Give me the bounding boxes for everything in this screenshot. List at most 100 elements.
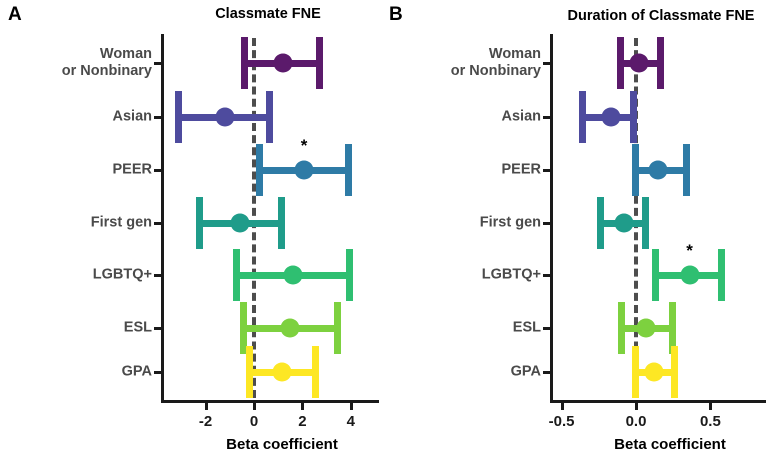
error-cap-lower-1 xyxy=(175,91,183,143)
panel-letter-b: B xyxy=(389,4,403,25)
data-point-3[interactable] xyxy=(614,213,634,233)
error-cap-lower-2 xyxy=(631,144,639,196)
y-tick-3 xyxy=(154,222,161,225)
category-label-1: Asian xyxy=(501,108,542,125)
x-tick-0 xyxy=(204,403,208,410)
error-cap-lower-4 xyxy=(232,249,240,301)
error-cap-lower-3 xyxy=(597,197,605,249)
data-point-4[interactable] xyxy=(680,265,700,285)
category-label-4: LGBTQ+ xyxy=(481,266,541,283)
x-tick-label-3: 4 xyxy=(346,413,355,430)
error-cap-upper-0 xyxy=(657,37,665,89)
panel-letter-a: A xyxy=(8,4,22,25)
category-label-4: LGBTQ+ xyxy=(92,266,152,283)
zero-reference-line xyxy=(252,38,256,398)
y-tick-3 xyxy=(543,222,550,225)
significance-star-4: * xyxy=(686,241,693,260)
error-cap-upper-5 xyxy=(334,302,342,354)
x-tick-label-1: 0 xyxy=(249,413,259,430)
x-axis-title: Beta coefficient xyxy=(226,436,338,453)
data-point-0[interactable] xyxy=(629,53,649,73)
data-point-6[interactable] xyxy=(644,362,664,382)
data-point-6[interactable] xyxy=(272,362,292,382)
error-cap-upper-0 xyxy=(315,37,323,89)
x-tick-3 xyxy=(349,403,353,410)
data-point-5[interactable] xyxy=(280,318,300,338)
x-axis-title: Beta coefficient xyxy=(614,436,726,453)
y-axis-line xyxy=(161,34,164,400)
x-tick-2 xyxy=(301,403,305,410)
panel-title-a: Classmate FNE xyxy=(215,6,321,22)
x-tick-label-2: 0.5 xyxy=(699,413,721,430)
x-tick-label-0: -0.5 xyxy=(548,413,575,430)
x-tick-label-0: -2 xyxy=(198,413,213,430)
error-cap-upper-2 xyxy=(345,144,352,196)
y-tick-6 xyxy=(543,371,550,374)
x-axis-line xyxy=(550,400,766,403)
error-cap-lower-5 xyxy=(618,302,626,354)
data-point-2[interactable] xyxy=(294,160,314,180)
error-cap-upper-4 xyxy=(718,249,726,301)
y-tick-6 xyxy=(154,371,161,374)
category-label-3: First gen xyxy=(479,214,541,231)
error-cap-lower-6 xyxy=(246,346,253,398)
error-cap-upper-1 xyxy=(266,91,274,143)
y-axis-line xyxy=(550,34,553,400)
category-label-5: ESL xyxy=(123,319,152,336)
data-point-4[interactable] xyxy=(283,265,303,285)
error-cap-upper-6 xyxy=(312,346,320,398)
error-cap-upper-2 xyxy=(682,144,690,196)
category-label-6: GPA xyxy=(121,363,152,380)
data-point-1[interactable] xyxy=(601,107,621,127)
data-point-2[interactable] xyxy=(648,160,668,180)
significance-star-2: * xyxy=(300,136,308,155)
x-tick-1 xyxy=(253,403,256,410)
error-cap-lower-2 xyxy=(255,144,263,196)
error-cap-lower-6 xyxy=(631,346,639,398)
data-point-1[interactable] xyxy=(215,107,235,127)
category-label-3: First gen xyxy=(90,214,152,231)
error-cap-lower-1 xyxy=(579,91,587,143)
error-cap-lower-0 xyxy=(240,37,248,89)
error-cap-lower-0 xyxy=(616,37,624,89)
x-axis-line xyxy=(161,400,379,403)
y-tick-5 xyxy=(543,327,550,330)
error-cap-upper-1 xyxy=(630,91,638,143)
y-tick-2 xyxy=(543,169,550,172)
error-cap-upper-3 xyxy=(277,197,285,249)
y-tick-1 xyxy=(154,116,161,119)
category-label-1: Asian xyxy=(112,108,153,125)
y-tick-2 xyxy=(154,169,161,172)
error-cap-upper-3 xyxy=(642,197,650,249)
data-point-3[interactable] xyxy=(230,213,250,233)
error-cap-upper-5 xyxy=(669,302,677,354)
error-cap-upper-6 xyxy=(670,346,678,398)
error-cap-lower-5 xyxy=(239,302,247,354)
error-cap-lower-3 xyxy=(195,197,203,249)
x-tick-0 xyxy=(560,403,564,410)
category-label-6: GPA xyxy=(510,363,541,380)
zero-reference-line xyxy=(634,38,638,398)
panel-title-b: Duration of Classmate FNE xyxy=(567,8,755,24)
category-label-2: PEER xyxy=(501,161,542,178)
y-tick-0 xyxy=(543,62,550,65)
y-tick-4 xyxy=(543,274,550,277)
x-tick-label-2: 2 xyxy=(298,413,307,430)
category-label-5: ESL xyxy=(512,319,541,336)
x-tick-label-1: 0.0 xyxy=(625,413,647,430)
error-cap-upper-4 xyxy=(345,249,353,301)
data-point-0[interactable] xyxy=(273,53,293,73)
y-tick-5 xyxy=(154,327,161,330)
data-point-5[interactable] xyxy=(636,318,656,338)
error-cap-lower-4 xyxy=(652,249,660,301)
x-tick-1 xyxy=(635,403,638,410)
y-tick-4 xyxy=(154,274,161,277)
y-tick-0 xyxy=(154,62,161,65)
y-tick-1 xyxy=(543,116,550,119)
category-label-2: PEER xyxy=(112,161,153,178)
